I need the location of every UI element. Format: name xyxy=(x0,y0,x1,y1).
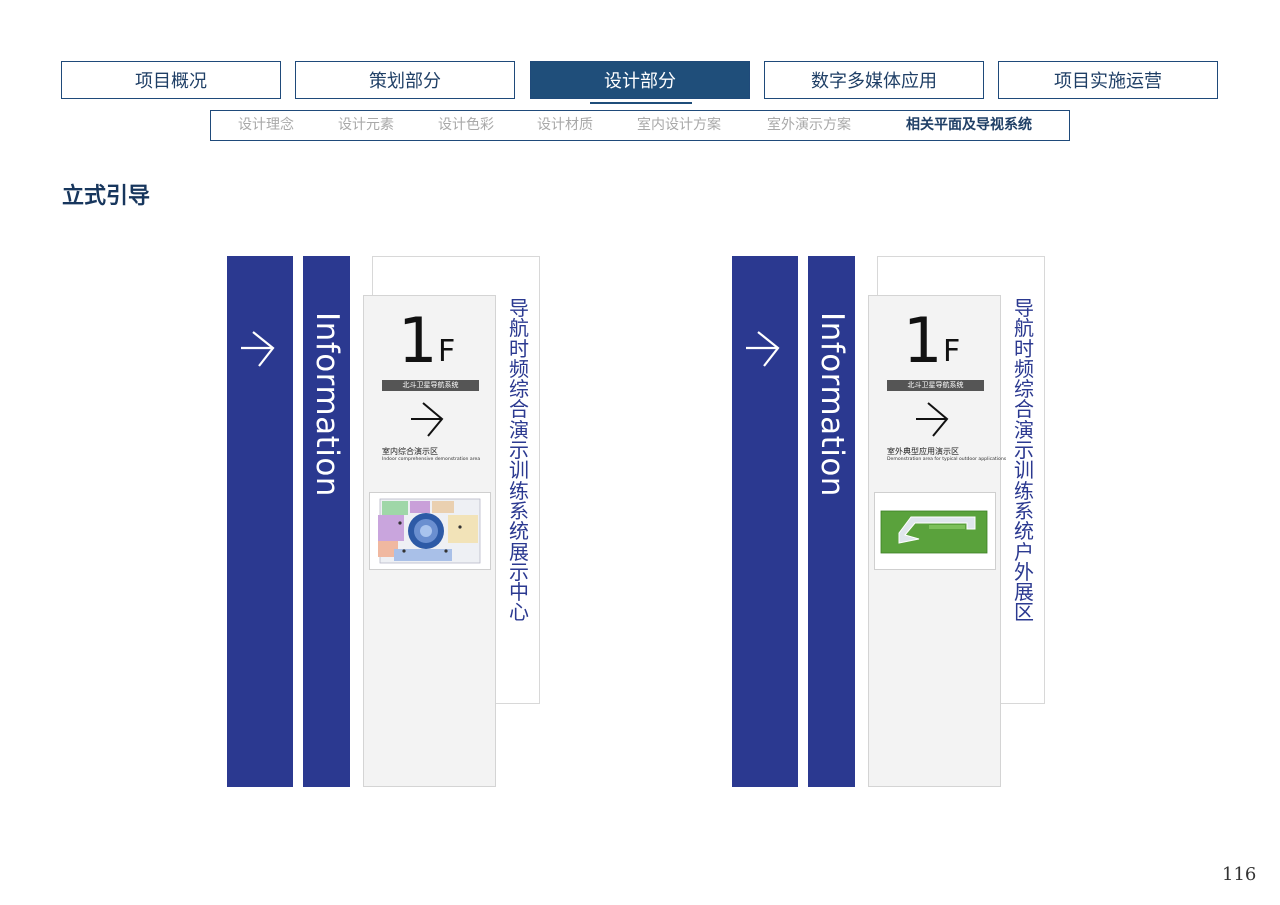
system-name-bar: 北斗卫星导航系统 xyxy=(382,380,479,391)
area-name: 室外典型应用演示区 xyxy=(887,447,959,456)
subnav-design-colors[interactable]: 设计色彩 xyxy=(438,117,494,133)
subnav-design-elements[interactable]: 设计元素 xyxy=(338,117,394,133)
sign-post-arrow xyxy=(227,256,293,787)
area-name: 室内综合演示区 xyxy=(382,447,438,456)
arrow-right-icon xyxy=(916,402,949,437)
subnav-plans-signage[interactable]: 相关平面及导视系统 xyxy=(906,117,1032,133)
tab-project-overview[interactable]: 项目概况 xyxy=(61,61,281,99)
outdoor-site-plan-icon xyxy=(880,510,988,554)
sign-front-panel: 1 F 北斗卫星导航系统 室外典型应用演示区 Demonstration are… xyxy=(868,295,1006,787)
site-plan-map xyxy=(874,492,996,570)
arrow-right-icon xyxy=(411,402,444,437)
information-label: Information xyxy=(814,312,850,497)
area-name-en: Demonstration area for typical outdoor a… xyxy=(887,457,1007,462)
floor-letter: F xyxy=(943,334,961,369)
floor-letter: F xyxy=(438,334,456,369)
arrow-right-icon xyxy=(241,331,275,367)
floor-plan-map xyxy=(369,492,491,570)
sub-navigation: 设计理念 设计元素 设计色彩 设计材质 室内设计方案 室外演示方案 相关平面及导… xyxy=(210,110,1070,141)
sign-post-arrow xyxy=(732,256,798,787)
subnav-outdoor-demo[interactable]: 室外演示方案 xyxy=(767,117,851,133)
sign-post-information: Information xyxy=(303,256,350,787)
subnav-indoor-design[interactable]: 室内设计方案 xyxy=(637,117,721,133)
sign-front-panel: 1 F 北斗卫星导航系统 室内综合演示区 Indoor comprehensiv… xyxy=(363,295,496,787)
section-title: 立式引导 xyxy=(62,184,151,209)
vertical-title: 导航时频综合演示训练系统户外展区 xyxy=(1014,296,1034,625)
subnav-design-concept[interactable]: 设计理念 xyxy=(238,117,294,133)
system-name-bar: 北斗卫星导航系统 xyxy=(887,380,984,391)
tab-design[interactable]: 设计部分 xyxy=(530,61,750,99)
vertical-title: 导航时频综合演示训练系统展示中心 xyxy=(509,296,529,625)
sign-post-information: Information xyxy=(808,256,855,787)
floor-number: 1 xyxy=(903,304,943,377)
arrow-right-icon xyxy=(746,331,780,367)
floor-number: 1 xyxy=(398,304,438,377)
standing-sign-outdoor: Information 导航时频综合演示训练系统户外展区 1 F 北斗卫星导航系… xyxy=(732,256,1052,788)
page-number: 116 xyxy=(1222,864,1257,885)
information-label: Information xyxy=(309,312,345,497)
indoor-floor-plan-icon xyxy=(378,498,481,564)
area-name-en: Indoor comprehensive demonstration area xyxy=(382,457,481,462)
tab-digital-multimedia[interactable]: 数字多媒体应用 xyxy=(764,61,984,99)
active-tab-underline xyxy=(590,102,692,104)
subnav-design-materials[interactable]: 设计材质 xyxy=(537,117,593,133)
tab-implementation[interactable]: 项目实施运营 xyxy=(998,61,1218,99)
standing-sign-indoor: Information 导航时频综合演示训练系统展示中心 1 F 北斗卫星导航系… xyxy=(227,256,547,788)
tab-planning[interactable]: 策划部分 xyxy=(295,61,515,99)
